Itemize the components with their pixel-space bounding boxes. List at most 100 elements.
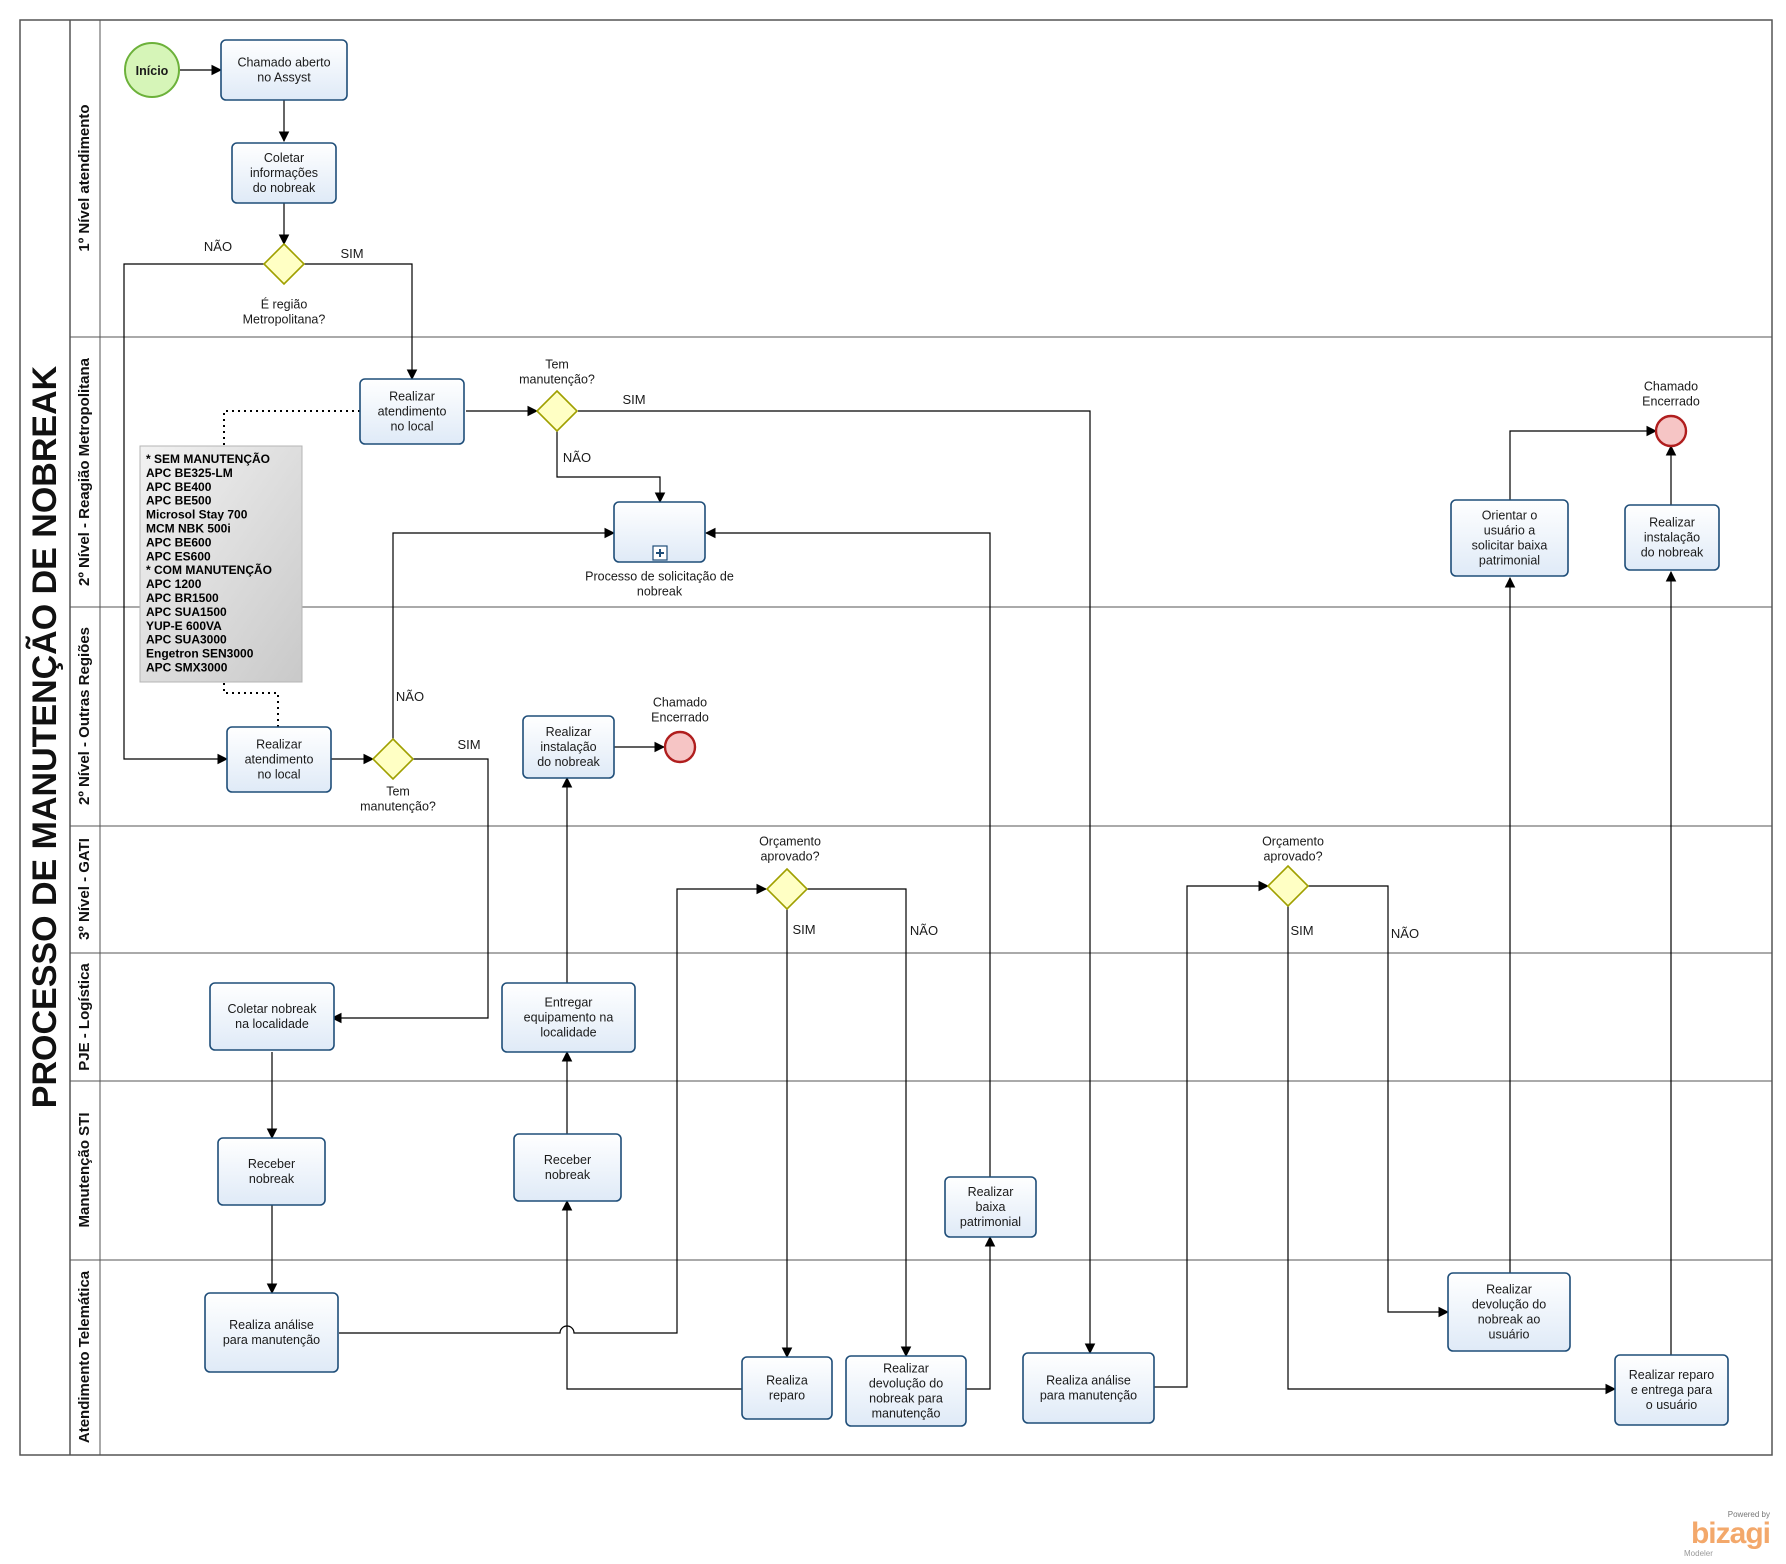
task-box[interactable] <box>522 715 615 779</box>
task-label-line: Realizar <box>546 725 592 739</box>
task-box[interactable] <box>1022 1352 1155 1424</box>
flow-regiao-sim <box>304 263 418 381</box>
task-label-line: patrimonial <box>960 1215 1021 1229</box>
gateway-label-line: Tem <box>386 785 410 799</box>
flow-devolucao1-to-baixa <box>966 1235 996 1390</box>
subprocess-plus-sign <box>656 549 664 557</box>
task-label-line: atendimento <box>378 405 447 419</box>
edge-label-nao-regiao: NÃO <box>204 239 232 254</box>
gateway-label-line: aprovado? <box>760 850 819 864</box>
task-label-line: Receber <box>248 1157 295 1171</box>
task-box[interactable] <box>741 1356 833 1420</box>
edge-label-sim-regiao: SIM <box>340 246 363 261</box>
task-label-line: no local <box>257 768 300 782</box>
start-event[interactable] <box>124 42 180 98</box>
end-event-label-line: Chamado <box>1644 380 1698 394</box>
gateway-diamond[interactable] <box>535 389 579 433</box>
task-box[interactable] <box>1447 1272 1571 1352</box>
task-label-line: Receber <box>544 1153 591 1167</box>
flow-orc1-nao <box>807 888 912 1358</box>
task-box[interactable] <box>513 1133 622 1202</box>
gateway-label-line: Orçamento <box>1262 835 1324 849</box>
task-label-line: Realizar <box>883 1362 929 1376</box>
flow-regiao-nao <box>123 263 264 765</box>
task-box[interactable] <box>501 982 636 1053</box>
task-box[interactable] <box>613 501 706 563</box>
end-event-circle[interactable] <box>1654 414 1688 448</box>
flow-reparo-to-receber2 <box>561 1199 742 1390</box>
task-label-line: patrimonial <box>1479 554 1540 568</box>
gateway-diamond[interactable] <box>765 867 809 911</box>
annotation-line: APC SUA3000 <box>146 633 227 647</box>
task-label-line: baixa <box>976 1200 1006 1214</box>
flow-orc2-nao <box>1308 885 1450 1318</box>
task-box[interactable] <box>226 726 332 793</box>
gateway-diamond[interactable] <box>371 737 415 781</box>
edge-label-nao-orc2: NÃO <box>1391 926 1419 941</box>
task-label-line: nobreak <box>637 585 683 599</box>
annotation-line: APC BE600 <box>146 535 212 549</box>
gateway-label-line: Orçamento <box>759 835 821 849</box>
edge-label-sim-orc1: SIM <box>792 922 815 937</box>
annotation-line: * SEM MANUTENÇÃO <box>146 451 270 466</box>
task-box[interactable] <box>845 1355 967 1427</box>
gateway-diamond[interactable] <box>262 242 306 286</box>
task-label-line: no Assyst <box>257 71 311 85</box>
task-box[interactable] <box>1450 499 1569 577</box>
annotation-line: APC 1200 <box>146 577 202 591</box>
task-box[interactable] <box>1614 1354 1729 1426</box>
task-box[interactable] <box>209 982 335 1051</box>
edge-label-nao-metro: NÃO <box>563 450 591 465</box>
annotation-line: * COM MANUTENÇÃO <box>146 562 272 577</box>
task-box[interactable] <box>944 1176 1037 1238</box>
task-label-line: Realizar <box>1486 1283 1532 1297</box>
task-label-line: e entrega para <box>1631 1383 1712 1397</box>
edge-label-nao-orc1: NÃO <box>910 923 938 938</box>
flow-analise1-to-orc1 <box>339 883 768 1334</box>
task-label-line: Coletar <box>264 151 304 165</box>
task-label-line: Chamado aberto <box>237 56 330 70</box>
task-box[interactable] <box>1624 504 1720 571</box>
task-box[interactable] <box>220 39 348 101</box>
task-box[interactable] <box>231 142 337 204</box>
flow-metro-nao <box>556 431 666 504</box>
gateway-diamond[interactable] <box>1266 864 1310 908</box>
end-event-circle[interactable] <box>663 730 697 764</box>
gateway-label-line: manutenção? <box>360 800 436 814</box>
start-event-label: Início <box>136 64 169 78</box>
annotation-line: APC SUA1500 <box>146 605 227 619</box>
edge-label-sim-metro: SIM <box>622 392 645 407</box>
task-box[interactable] <box>217 1137 326 1206</box>
task-label-line: Realiza <box>766 1374 808 1388</box>
annotation-line: APC BE400 <box>146 480 212 494</box>
task-box[interactable] <box>359 378 465 445</box>
task-box[interactable] <box>204 1292 339 1373</box>
